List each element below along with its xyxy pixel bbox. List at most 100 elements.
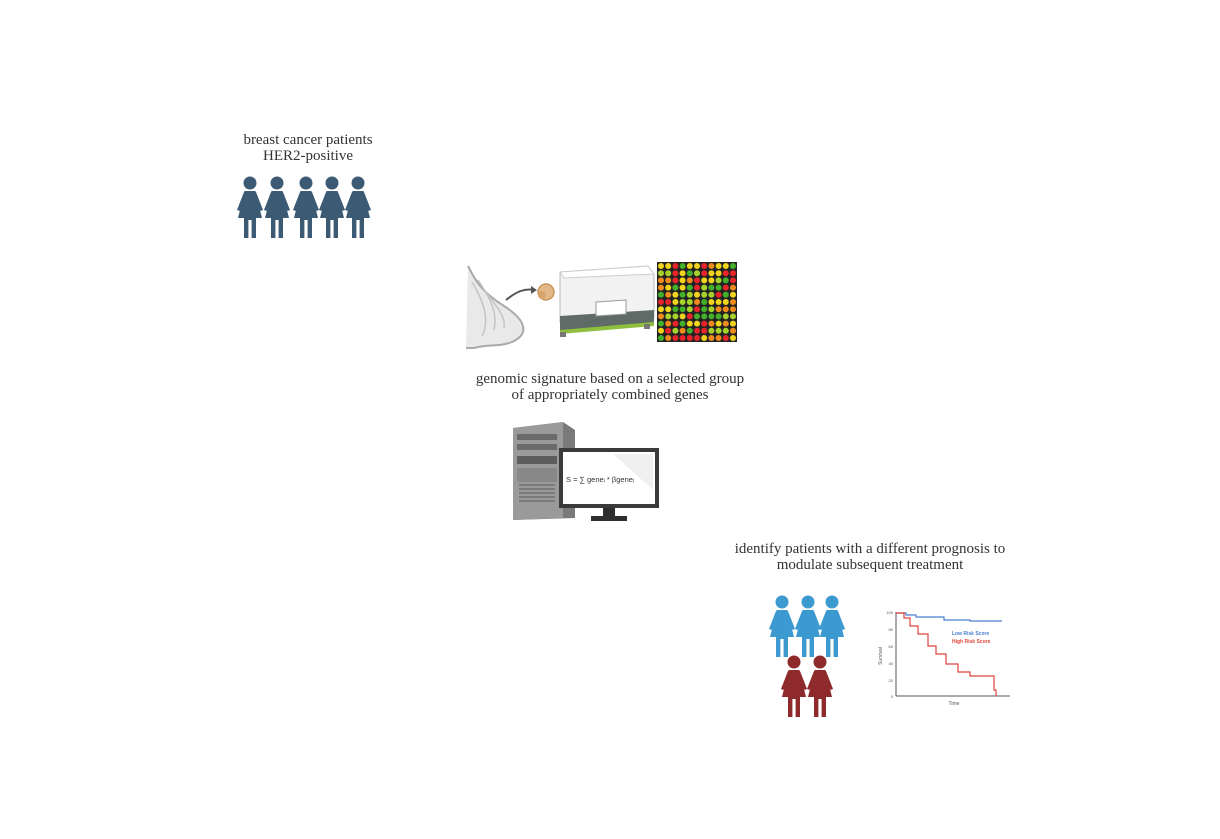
x-axis-label: Time	[949, 701, 960, 707]
ytick-label: 100	[886, 610, 893, 615]
microarray-spot	[722, 299, 729, 305]
microarray-spot	[658, 263, 664, 269]
microarray-spot	[715, 270, 722, 277]
microarray-spot	[672, 313, 679, 320]
microarray-spot	[665, 320, 672, 327]
microarray-spot	[658, 335, 664, 341]
microarray-spot	[672, 306, 679, 313]
microarray-spot	[658, 313, 664, 320]
microarray-spot	[708, 277, 715, 284]
microarray-spot	[715, 291, 722, 298]
microarray-spot	[708, 299, 715, 305]
microarray-spot	[679, 313, 686, 320]
microarray-spot	[730, 299, 736, 305]
microarray-spot	[708, 327, 715, 334]
microarray-spot	[686, 320, 693, 327]
microarray-spot	[679, 263, 686, 269]
microarray-spot	[715, 263, 722, 269]
microarray-spot	[672, 291, 679, 298]
microarray-spot	[708, 291, 715, 298]
microarray-spot	[701, 335, 708, 341]
patients-group-icon	[237, 176, 371, 238]
caption-signature-line1: genomic signature based on a selected gr…	[475, 371, 745, 387]
microarray-spot	[708, 306, 715, 313]
microarray-spot	[701, 299, 708, 305]
breast-biopsy-icon	[466, 265, 555, 349]
microarray-spot	[730, 335, 736, 341]
caption-outcome: identify patients with a different progn…	[680, 541, 1060, 573]
microarray-spot	[686, 299, 693, 305]
microarray-spot	[658, 320, 664, 327]
microarray-spot	[715, 320, 722, 327]
microarray-spot	[665, 270, 672, 277]
microarray-spot	[694, 306, 700, 313]
microarray-spot	[672, 320, 679, 327]
microarray-spot	[665, 263, 672, 269]
microarray-spot	[694, 277, 700, 284]
low-risk-patients-icon	[769, 595, 845, 657]
microarray-spot	[694, 270, 700, 277]
microarray-spot	[665, 313, 672, 320]
microarray-spot	[708, 284, 715, 291]
microarray-spot	[672, 299, 679, 305]
legend-high-risk: High Risk Score	[952, 639, 991, 645]
microarray-spot	[722, 335, 729, 341]
microarray-spot	[701, 284, 708, 291]
ytick-label: 20	[889, 678, 894, 683]
microarray-spot	[679, 320, 686, 327]
microarray-spot	[679, 299, 686, 305]
caption-outcome-line1: identify patients with a different progn…	[734, 541, 1006, 557]
microarray-spot	[694, 320, 700, 327]
microarray-spot	[686, 263, 693, 269]
microarray-spot	[701, 327, 708, 334]
microarray-spot	[672, 270, 679, 277]
microarray-spot	[679, 277, 686, 284]
microarray-spot	[694, 335, 700, 341]
microarray-spot	[694, 263, 700, 269]
legend-low-risk: Low Risk Score	[952, 631, 989, 637]
microarray-spot	[722, 270, 729, 277]
microarray-spot	[701, 320, 708, 327]
microarray-spot	[722, 320, 729, 327]
microarray-spot	[730, 270, 736, 277]
microarray-spot	[701, 263, 708, 269]
microarray-spot	[665, 284, 672, 291]
microarray-spot	[715, 299, 722, 305]
microarray-spot	[665, 291, 672, 298]
microarray-spot	[715, 306, 722, 313]
microarray-spot	[686, 327, 693, 334]
microarray-spot	[686, 277, 693, 284]
microarray-spot	[658, 327, 664, 334]
microarray-spot	[672, 277, 679, 284]
microarray-spot	[730, 284, 736, 291]
caption-patients: breast cancer patients HER2-positive	[208, 132, 408, 164]
high-risk-patients-icon	[781, 655, 833, 717]
microarray-spot	[679, 284, 686, 291]
microarray-spot	[694, 284, 700, 291]
survival-plot: 100 80 60 40 20 0 Survival Time Low Risk…	[878, 610, 1010, 707]
microarray-spot	[701, 277, 708, 284]
patient-figures	[237, 176, 371, 238]
microarray-spot	[708, 270, 715, 277]
microarray-spot	[694, 299, 700, 305]
microarray-spot	[665, 299, 672, 305]
microarray-spot	[679, 327, 686, 334]
caption-signature-line2: of appropriately combined genes	[511, 387, 709, 403]
ytick-label: 80	[889, 627, 894, 632]
microarray-spot	[665, 306, 672, 313]
microarray-spot	[701, 291, 708, 298]
microarray-spot	[715, 335, 722, 341]
formula-text: S = ∑ geneᵢ * βgeneᵢ	[566, 475, 634, 484]
microarray-spot	[708, 335, 715, 341]
microarray-spot	[722, 263, 729, 269]
caption-outcome-line2: modulate subsequent treatment	[776, 557, 964, 573]
microarray-spot	[658, 277, 664, 284]
microarray-spot	[665, 277, 672, 284]
computer-icon: S = ∑ geneᵢ * βgeneᵢ	[513, 422, 659, 521]
low-risk-curve	[896, 612, 1002, 622]
microarray-spot	[658, 306, 664, 313]
microarray-spot	[722, 306, 729, 313]
microarray-spot	[694, 327, 700, 334]
microarray-spot	[722, 327, 729, 334]
microarray-spot	[715, 284, 722, 291]
